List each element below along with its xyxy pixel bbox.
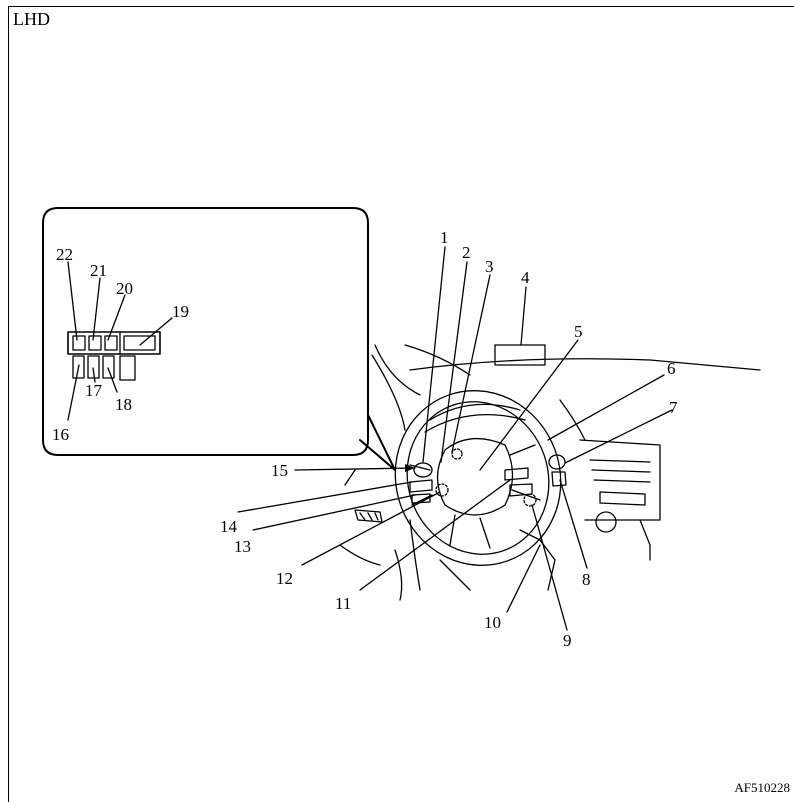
dashboard-drawing [339, 344, 761, 601]
callout-11: 11 [335, 594, 351, 613]
figure-code: AF510228 [734, 780, 790, 795]
callout-16: 16 [52, 425, 69, 444]
callout-17: 17 [85, 381, 103, 400]
callout-14: 14 [220, 517, 238, 536]
left-switch-cluster [409, 462, 433, 504]
leader-lines [67, 246, 673, 631]
right-switch-cluster [504, 454, 567, 497]
callout-21: 21 [90, 261, 107, 280]
leader-arrows [405, 464, 415, 472]
drive-side-label: LHD [13, 9, 50, 29]
callout-3: 3 [485, 257, 494, 276]
hidden-parts [435, 448, 537, 507]
callout-12: 12 [276, 569, 293, 588]
detail-inset [42, 207, 396, 471]
head-up-display-icon [494, 344, 546, 366]
callout-13: 13 [234, 537, 251, 556]
callout-18: 18 [115, 395, 132, 414]
callout-5: 5 [574, 322, 583, 341]
diagram-frame [8, 6, 794, 802]
callout-7: 7 [669, 398, 678, 417]
callout-labels: 1 2 3 4 5 6 7 8 9 10 11 12 13 14 15 16 1… [52, 228, 678, 650]
callout-8: 8 [582, 570, 591, 589]
callout-15: 15 [271, 461, 288, 480]
callout-9: 9 [563, 631, 572, 650]
callout-2: 2 [462, 243, 471, 262]
callout-20: 20 [116, 279, 133, 298]
callout-6: 6 [667, 359, 676, 378]
callout-1: 1 [440, 228, 449, 247]
callout-10: 10 [484, 613, 501, 632]
callout-4: 4 [521, 268, 530, 287]
callout-22: 22 [56, 245, 73, 264]
callout-19: 19 [172, 302, 189, 321]
